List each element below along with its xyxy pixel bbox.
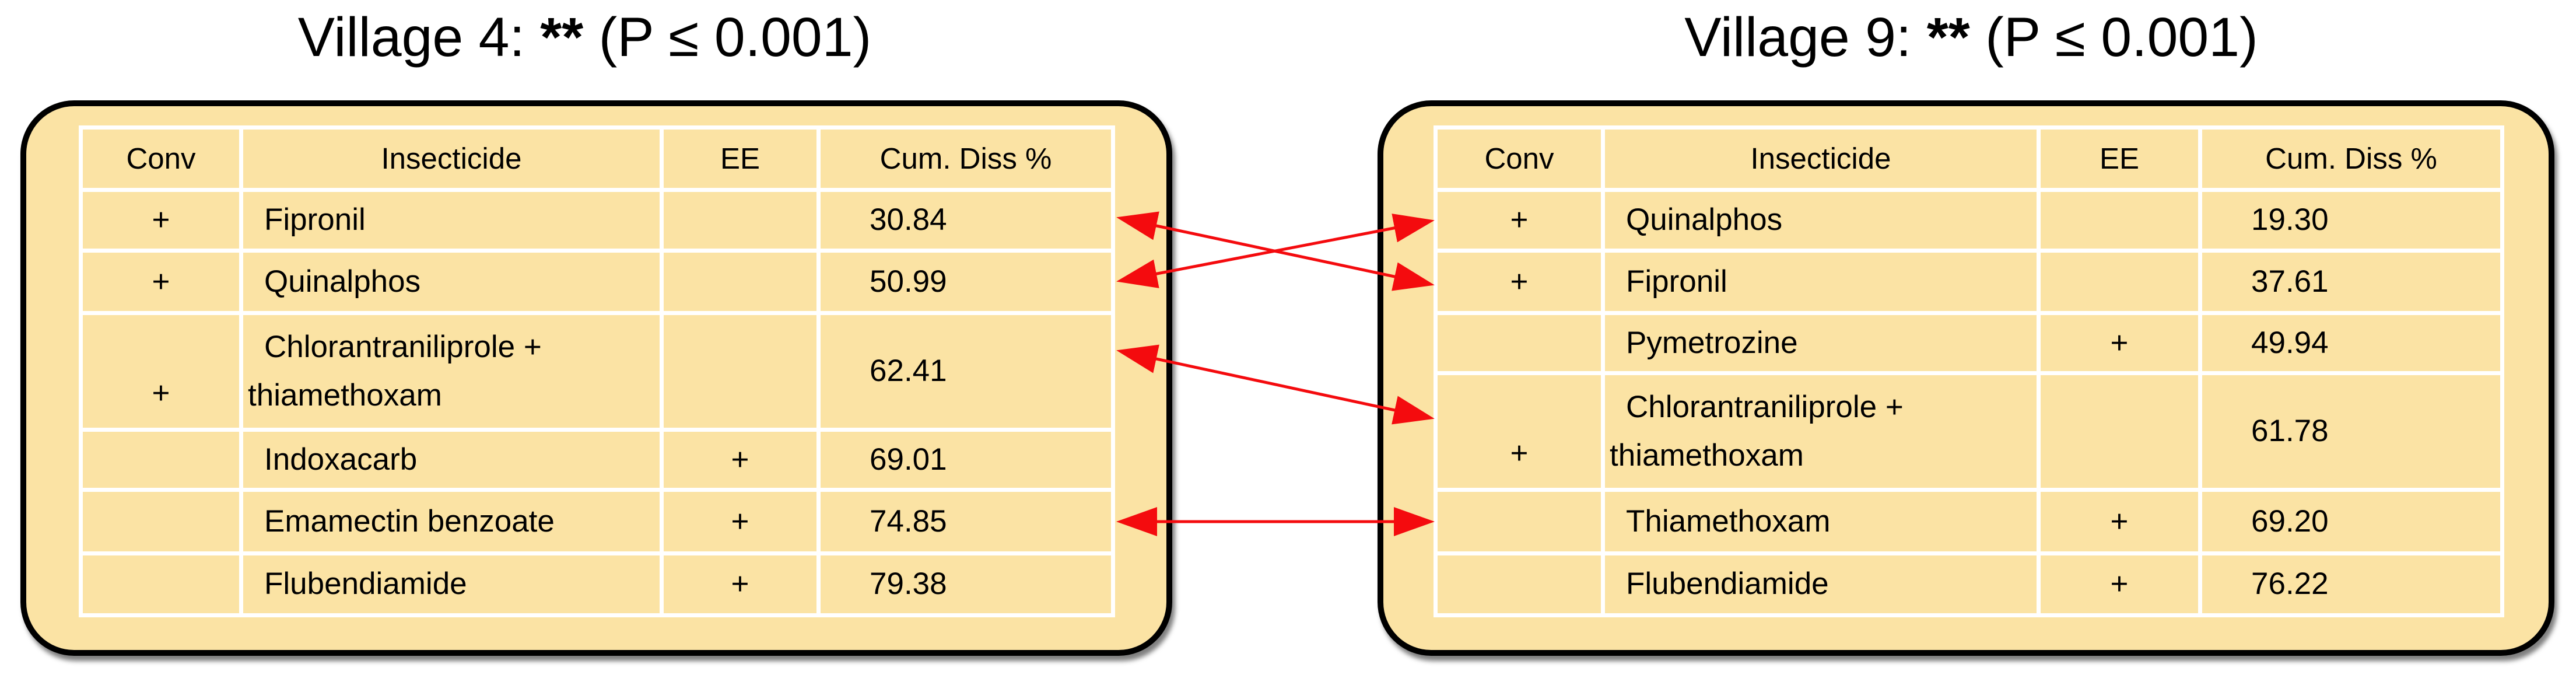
cell-ee (664, 315, 816, 428)
village4-title-pvalue: (P ≤ 0.001) (583, 6, 872, 68)
cell-insecticide: Emamectin benzoate (243, 492, 660, 551)
cell-conv: + (83, 315, 239, 428)
cell-ee: + (2041, 555, 2198, 613)
cell-ee (2041, 375, 2198, 488)
cell-ee (2041, 192, 2198, 249)
cell-ee (664, 192, 816, 249)
cell-cum-diss: 49.94 (2202, 315, 2500, 371)
cell-conv: + (83, 253, 239, 311)
cell-cum-diss: 79.38 (821, 555, 1111, 613)
cell-cum-diss: 76.22 (2202, 555, 2500, 613)
cell-ee (2041, 253, 2198, 311)
column-header-cum-diss: Cum. Diss % (2202, 130, 2500, 188)
cell-insecticide: Quinalphos (243, 253, 660, 311)
column-header-ee: EE (664, 130, 816, 188)
column-header-cum-diss: Cum. Diss % (821, 130, 1111, 188)
village9-significance-stars: ** (1926, 6, 1970, 68)
cell-conv (83, 492, 239, 551)
cell-insecticide: Pymetrozine (1605, 315, 2037, 371)
column-header-conv: Conv (1438, 130, 1601, 188)
cell-conv: + (1438, 375, 1601, 488)
cell-conv: + (1438, 192, 1601, 249)
cell-conv: + (83, 192, 239, 249)
village9-title: Village 9: ** (P ≤ 0.001) (1400, 1, 2543, 77)
column-header-insecticide: Insecticide (1605, 130, 2037, 188)
cell-insecticide: Chlorantraniliprole + thiamethoxam (243, 315, 660, 428)
column-header-insecticide: Insecticide (243, 130, 660, 188)
insecticide-line1: Chlorantraniliprole + (264, 330, 542, 365)
cell-cum-diss: 61.78 (2202, 375, 2500, 488)
insecticide-line1: Chlorantraniliprole + (1626, 390, 1904, 425)
insecticide-line2: thiamethoxam (248, 378, 442, 413)
cell-cum-diss: 50.99 (821, 253, 1111, 311)
cell-insecticide: Indoxacarb (243, 432, 660, 488)
cell-cum-diss: 69.20 (2202, 492, 2500, 551)
cell-conv: + (1438, 253, 1601, 311)
cell-cum-diss: 69.01 (821, 432, 1111, 488)
column-header-ee: EE (2041, 130, 2198, 188)
cell-conv (1438, 492, 1601, 551)
cell-insecticide: Fipronil (1605, 253, 2037, 311)
cell-insecticide: Flubendiamide (243, 555, 660, 613)
village4-title-prefix: Village 4: (297, 6, 541, 68)
cell-insecticide: Flubendiamide (1605, 555, 2037, 613)
village4-table: Conv Insecticide EE Cum. Diss % + Fipron… (79, 125, 1115, 617)
village4-title: Village 4: ** (P ≤ 0.001) (6, 1, 1163, 77)
cell-insecticide: Chlorantraniliprole + thiamethoxam (1605, 375, 2037, 488)
cell-insecticide: Thiamethoxam (1605, 492, 2037, 551)
column-header-conv: Conv (83, 130, 239, 188)
cell-conv (83, 555, 239, 613)
cell-conv (1438, 315, 1601, 371)
cell-cum-diss: 30.84 (821, 192, 1111, 249)
cell-conv (1438, 555, 1601, 613)
cell-ee: + (2041, 492, 2198, 551)
insecticide-line2: thiamethoxam (1610, 438, 1804, 473)
cell-ee (664, 253, 816, 311)
village4-significance-stars: ** (540, 6, 584, 68)
cell-cum-diss: 74.85 (821, 492, 1111, 551)
cell-insecticide: Fipronil (243, 192, 660, 249)
cell-ee: + (2041, 315, 2198, 371)
village9-table: Conv Insecticide EE Cum. Diss % + Quinal… (1434, 125, 2504, 617)
cell-conv (83, 432, 239, 488)
cell-cum-diss: 19.30 (2202, 192, 2500, 249)
cell-cum-diss: 37.61 (2202, 253, 2500, 311)
cell-cum-diss: 62.41 (821, 315, 1111, 428)
village9-title-pvalue: (P ≤ 0.001) (1969, 6, 2258, 68)
village9-title-prefix: Village 9: (1684, 6, 1927, 68)
cell-insecticide: Quinalphos (1605, 192, 2037, 249)
cell-ee: + (664, 555, 816, 613)
cell-ee: + (664, 432, 816, 488)
cell-ee: + (664, 492, 816, 551)
